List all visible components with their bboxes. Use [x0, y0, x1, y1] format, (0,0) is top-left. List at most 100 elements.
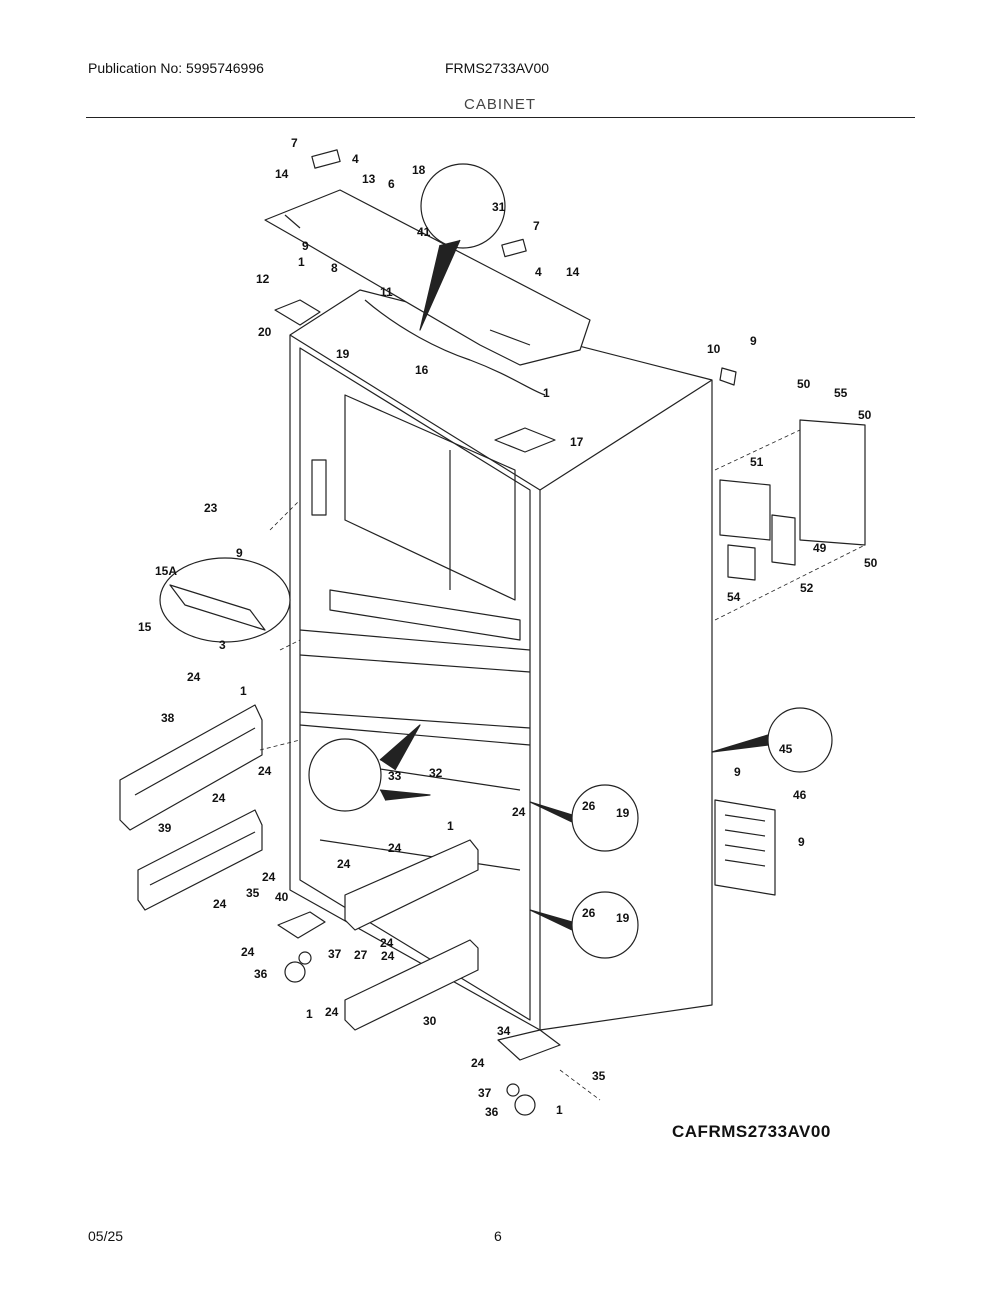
- callout-24: 24: [380, 936, 394, 950]
- callout-15A: 15A: [155, 564, 177, 578]
- part-16-wire: [364, 299, 546, 396]
- part-52-board: [771, 514, 796, 566]
- callout-45: 45: [779, 742, 793, 756]
- callout-24: 24: [258, 764, 272, 778]
- part-17-hinge: [494, 427, 556, 453]
- part-30-bar: [344, 939, 479, 1031]
- callout-38: 38: [161, 711, 175, 725]
- callout-4: 4: [535, 265, 542, 279]
- callout-46: 46: [793, 788, 807, 802]
- callout-7: 7: [533, 219, 540, 233]
- callout-4: 4: [352, 152, 359, 166]
- callout-9: 9: [302, 239, 309, 253]
- callout-35: 35: [246, 886, 260, 900]
- detail-circle-15: [159, 557, 291, 643]
- part-36-roller-right: [514, 1094, 536, 1116]
- callout-11: 11: [380, 285, 393, 299]
- part-34-hinge: [497, 1029, 561, 1061]
- callout-20: 20: [258, 325, 272, 339]
- detail-circle-33: [308, 738, 382, 812]
- detail-circle-45: [767, 707, 833, 773]
- callout-12: 12: [256, 272, 270, 286]
- part-40-hinge: [277, 911, 326, 939]
- callout-50: 50: [797, 377, 811, 391]
- callout-23: 23: [204, 501, 218, 515]
- callout-9: 9: [750, 334, 757, 348]
- callout-33: 33: [388, 769, 402, 783]
- part-7-cap: [311, 149, 341, 169]
- publication-number: Publication No: 5995746996: [88, 60, 264, 76]
- callout-24: 24: [388, 841, 402, 855]
- part-51-board: [719, 479, 771, 541]
- callout-24: 24: [381, 949, 395, 963]
- part-27-bar: [344, 839, 479, 931]
- callout-24: 24: [187, 670, 201, 684]
- callout-24: 24: [241, 945, 255, 959]
- callout-9: 9: [798, 835, 805, 849]
- part-36-roller: [284, 961, 306, 983]
- part-7-cap-right: [501, 238, 527, 258]
- callout-24: 24: [262, 870, 276, 884]
- callout-1: 1: [240, 684, 247, 698]
- callout-8: 8: [331, 261, 338, 275]
- part-54-board: [727, 544, 756, 581]
- callout-18: 18: [412, 163, 426, 177]
- callout-19: 19: [616, 806, 630, 820]
- callout-3: 3: [219, 638, 226, 652]
- callout-37: 37: [328, 947, 342, 961]
- callout-35: 35: [592, 1069, 606, 1083]
- callout-14: 14: [566, 265, 580, 279]
- callout-9: 9: [734, 765, 741, 779]
- callout-24: 24: [212, 791, 226, 805]
- callout-27: 27: [354, 948, 368, 962]
- callout-13: 13: [362, 172, 376, 186]
- callout-14: 14: [275, 167, 289, 181]
- callout-34: 34: [497, 1024, 511, 1038]
- callout-36: 36: [254, 967, 268, 981]
- detail-circle-31: [420, 163, 506, 249]
- callout-50: 50: [858, 408, 872, 422]
- callout-24: 24: [213, 897, 227, 911]
- callout-30: 30: [423, 1014, 437, 1028]
- callout-16: 16: [415, 363, 429, 377]
- callout-19: 19: [336, 347, 350, 361]
- callout-24: 24: [471, 1056, 485, 1070]
- callout-41: 41: [417, 225, 431, 239]
- callout-31: 31: [492, 200, 506, 214]
- callout-24: 24: [337, 857, 351, 871]
- callout-32: 32: [429, 766, 443, 780]
- callout-36: 36: [485, 1105, 499, 1119]
- callout-6: 6: [388, 177, 395, 191]
- part-20-hinge: [274, 299, 321, 326]
- callout-10: 10: [707, 342, 721, 356]
- part-10-bracket: [719, 367, 737, 386]
- callout-40: 40: [275, 890, 289, 904]
- callout-52: 52: [800, 581, 814, 595]
- callout-9: 9: [236, 546, 243, 560]
- callout-17: 17: [570, 435, 584, 449]
- callout-55: 55: [834, 386, 848, 400]
- callout-39: 39: [158, 821, 172, 835]
- callout-1: 1: [556, 1103, 563, 1117]
- callout-7: 7: [291, 136, 298, 150]
- detail-circle-26-19-lower: [571, 891, 639, 959]
- diagram-code: CAFRMS2733AV00: [672, 1122, 831, 1141]
- callout-26: 26: [582, 799, 596, 813]
- callout-37: 37: [478, 1086, 492, 1100]
- callout-1: 1: [298, 255, 305, 269]
- callout-49: 49: [813, 541, 827, 555]
- callout-50: 50: [864, 556, 878, 570]
- part-38-rail: [119, 704, 263, 831]
- callout-54: 54: [727, 590, 741, 604]
- part-37-cap-right: [506, 1083, 520, 1097]
- callout-1: 1: [543, 386, 550, 400]
- part-55-cover: [799, 419, 866, 546]
- model-number: FRMS2733AV00: [445, 60, 550, 76]
- top-cover: [264, 189, 591, 366]
- callout-1: 1: [306, 1007, 313, 1021]
- publication-date: 05/25: [88, 1228, 124, 1244]
- callout-1: 1: [447, 819, 454, 833]
- callout-19: 19: [616, 911, 630, 925]
